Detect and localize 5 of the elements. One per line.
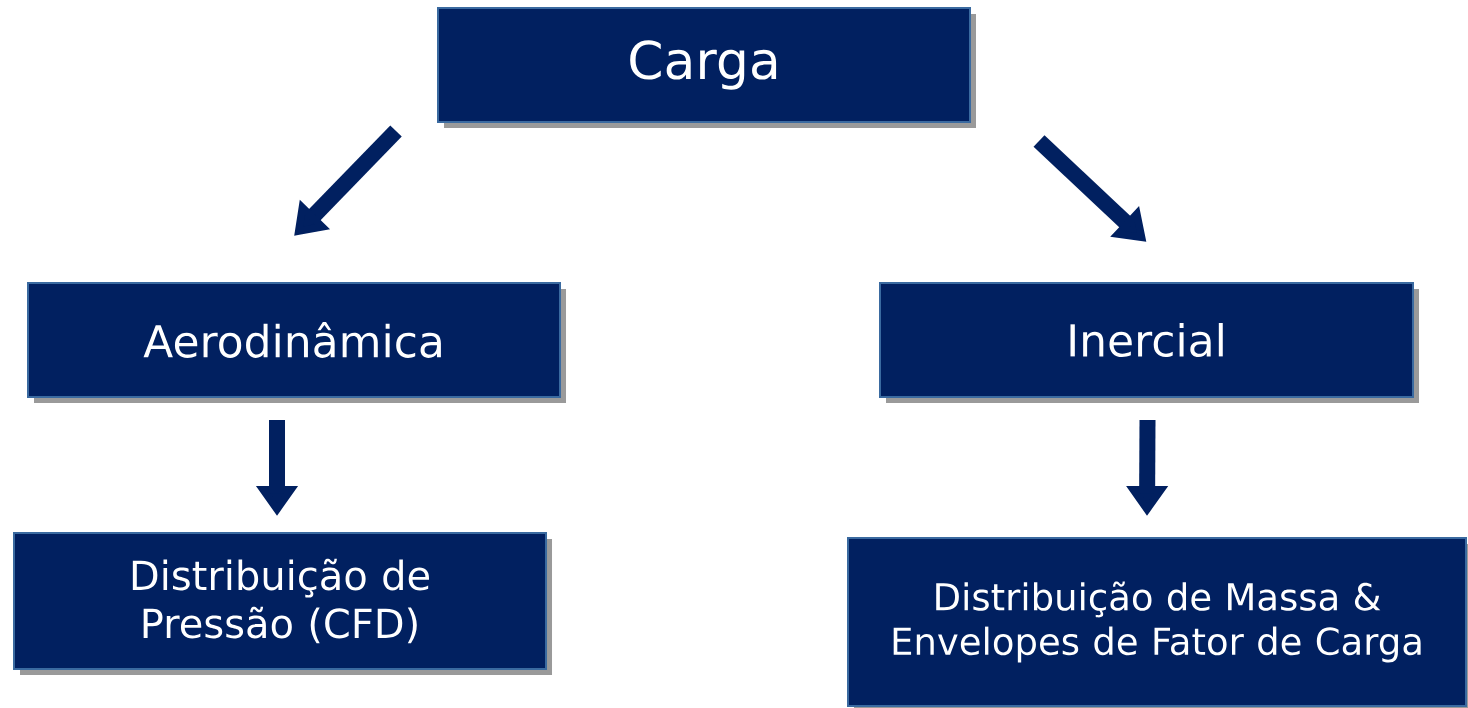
process-box: Distribuição de Pressão (CFD): [13, 532, 552, 675]
process-box: Distribuição de Massa & Envelopes de Fator de Carga: [847, 537, 1468, 708]
process-box: Aerodinâmica: [27, 282, 566, 403]
process-box: Carga: [437, 7, 976, 128]
process-box: Inercial: [879, 282, 1419, 403]
